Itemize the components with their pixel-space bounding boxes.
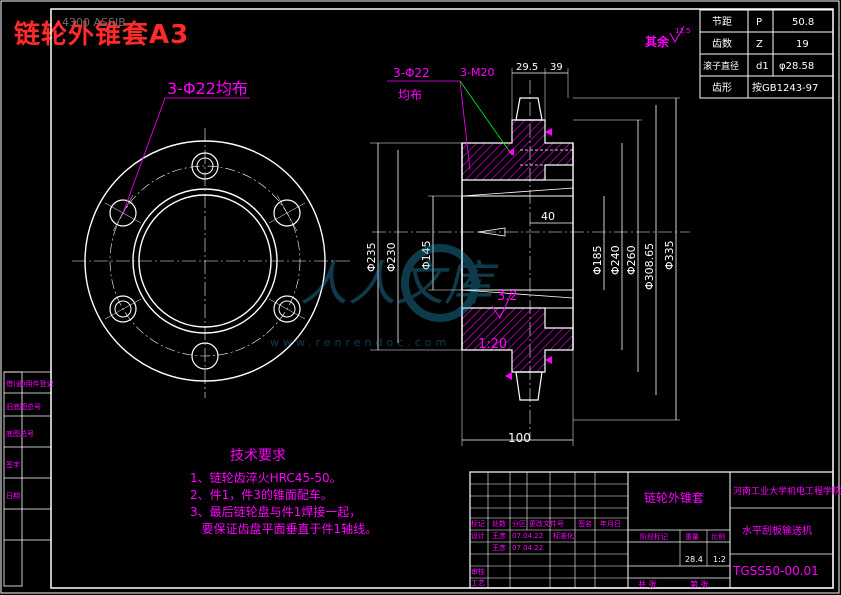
hole-4 — [268, 295, 306, 323]
watermark: 人人文库 www.renrendoc.com — [270, 244, 499, 349]
side-strip-label-2: 底图总号 — [6, 429, 34, 438]
lower-body-section — [461, 307, 574, 373]
bolt-circle — [109, 165, 301, 357]
bore-inner — [138, 194, 272, 328]
section-view: Φ235 Φ230 Φ145 Φ185 Φ240 Φ260 Φ308.65 Φ3… — [365, 62, 690, 446]
tech-req-line-0: 1、链轮齿淬火HRC45-50。 — [190, 470, 342, 485]
dim-d185: Φ185 — [591, 245, 604, 275]
title-block: 链轮外锥套 河南工业大学机电工程学院 水平刮板输送机 TGSS50-00.01 … — [469, 471, 841, 589]
tb-scale: 1:2 — [713, 555, 726, 564]
hole-2 — [268, 194, 306, 232]
tb-design-0: 设计 — [471, 531, 485, 540]
dim-d240: Φ240 — [609, 245, 622, 275]
side-strip: 借(通)用件登记 旧底图总号 底图总号 签字 日期 — [3, 371, 53, 587]
tb-process: 工艺 — [471, 579, 485, 587]
rough-3-2: 3.2 — [497, 289, 518, 304]
dim-d230: Φ230 — [385, 242, 398, 272]
param-symbol-1: Z — [756, 39, 763, 50]
tb-sheets-total: 共 张 — [638, 580, 657, 589]
section-hole-note-1: 3-Φ22 — [393, 66, 430, 80]
tb-weight-label: 重量 — [685, 533, 699, 541]
dim-29-5: 29.5 — [516, 62, 538, 73]
param-value-2: φ28.58 — [779, 61, 814, 72]
param-value-0: 50.8 — [792, 17, 814, 28]
end-view: 3-Φ22均布 — [72, 79, 352, 398]
dim-d260: Φ260 — [625, 245, 638, 275]
tb-design-2: 07.04.22 — [512, 532, 543, 540]
section-hole-note-2: 3-M20 — [460, 66, 494, 79]
tb-check-0: 审核 — [471, 567, 485, 576]
side-strip-label-0: 借(通)用件登记 — [6, 379, 53, 388]
tb-check-2: 07.04.22 — [512, 544, 543, 552]
tb-header-2: 分区 — [512, 519, 526, 528]
tech-req-line-3: 要保证齿盘平面垂直于件1轴线。 — [190, 521, 377, 536]
tb-header-4: 签名 — [578, 519, 592, 528]
param-value-3: 按GB1243-97 — [752, 81, 818, 94]
tb-part-name: 链轮外锥套 — [644, 490, 704, 505]
param-symbol-2: d1 — [756, 61, 769, 72]
tb-machine: 水平刮板输送机 — [742, 524, 812, 537]
tb-check-1: 王彦 — [492, 543, 506, 552]
tb-header-5: 年月日 — [600, 519, 621, 528]
param-symbol-0: P — [756, 17, 762, 28]
upper-tooth — [515, 97, 543, 121]
tb-header-1: 处数 — [492, 519, 506, 528]
side-strip-label-3: 签字 — [6, 460, 20, 469]
tb-design-3: 标准化 — [553, 531, 574, 540]
tb-design-1: 王彦 — [492, 531, 506, 540]
side-strip-label-4: 日期 — [6, 492, 20, 500]
dim-d235: Φ235 — [365, 242, 378, 272]
dim-d145: Φ145 — [420, 240, 433, 270]
watermark-url: www.renrendoc.com — [270, 336, 450, 349]
tech-requirements: 技术要求 1、链轮齿淬火HRC45-50。 2、件1，件3的锥面配车。 3、最后… — [190, 448, 377, 536]
faded-top-label: 4300 ASSIB — [62, 16, 126, 29]
end-view-hole-note: 3-Φ22均布 — [167, 79, 248, 98]
param-name-2: 滚子直径 — [703, 60, 739, 72]
side-strip-label-1: 旧底图总号 — [6, 402, 41, 411]
roughness-symbol: 其余 12.5 — [645, 25, 691, 49]
flange-outer-circle — [84, 140, 326, 382]
tb-sheet-no: 第 张 — [690, 579, 709, 589]
params-table: 节距 P 50.8 齿数 Z 19 滚子直径 d1 φ28.58 齿形 按GB1… — [699, 9, 834, 99]
param-name-0: 节距 — [712, 16, 732, 28]
tb-header-0: 标记 — [471, 519, 485, 528]
lower-tooth — [515, 371, 543, 401]
tb-header-3: 更改文件号 — [529, 519, 564, 528]
section-hole-note-1b: 均布 — [398, 88, 422, 102]
dim-d335: Φ335 — [663, 240, 676, 270]
tb-scale-label: 比例 — [711, 532, 725, 541]
tech-req-title: 技术要求 — [230, 448, 286, 464]
param-value-1: 19 — [796, 39, 809, 50]
tech-req-line-1: 2、件1，件3的锥面配车。 — [190, 487, 333, 502]
dim-d30865: Φ308.65 — [643, 243, 656, 290]
tb-stage-label: 阶段标记 — [640, 532, 668, 541]
tech-req-line-2: 3、最后链轮盘与件1焊接一起， — [190, 504, 361, 519]
hole-5 — [191, 152, 219, 180]
svg-text:人人文库: 人人文库 — [300, 256, 499, 312]
hole-3 — [104, 295, 142, 323]
hole-6 — [191, 342, 219, 370]
dim-40: 40 — [541, 210, 555, 223]
roughness-label: 其余 — [645, 34, 670, 49]
dim-39: 39 — [550, 62, 563, 73]
drawing-title: 链轮外锥套A3 — [14, 20, 190, 50]
dim-100: 100 — [508, 431, 531, 445]
tb-weight: 28.4 — [685, 555, 703, 564]
roughness-value: 12.5 — [675, 27, 691, 35]
tb-school: 河南工业大学机电工程学院 — [733, 485, 841, 497]
bore-outer — [132, 188, 278, 334]
tb-drawing-no: TGSS50-00.01 — [732, 564, 819, 578]
param-name-1: 齿数 — [712, 37, 732, 50]
param-name-3: 齿形 — [712, 82, 732, 94]
taper-ratio: 1:20 — [478, 337, 507, 352]
inner-frame — [50, 8, 834, 589]
